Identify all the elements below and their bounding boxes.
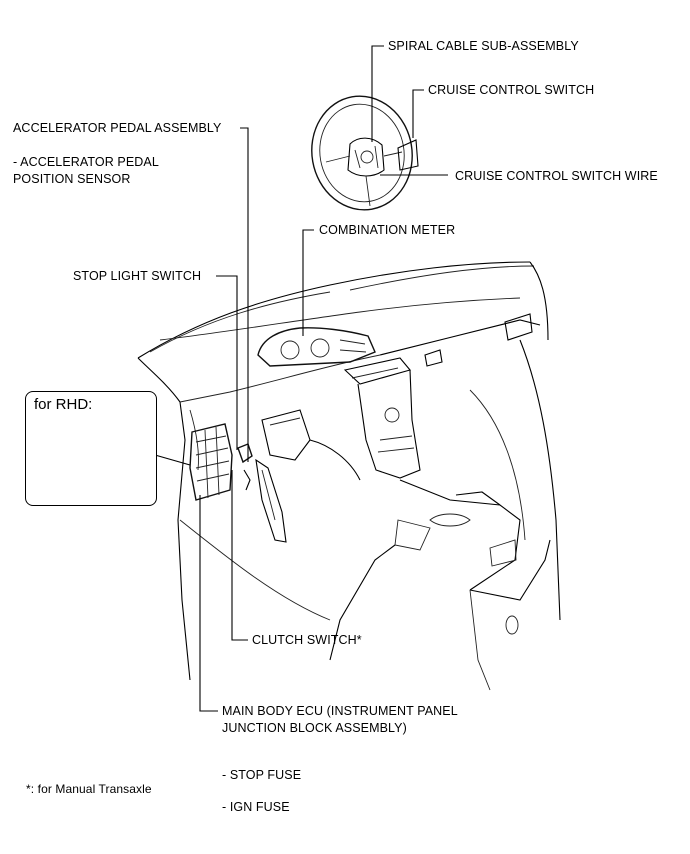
inset-title: for RHD:: [34, 396, 93, 413]
dashboard-drawing: [137, 261, 561, 691]
label-accel-position-sensor-2: POSITION SENSOR: [13, 172, 131, 186]
label-cruise-control-switch: CRUISE CONTROL SWITCH: [428, 83, 595, 97]
label-ign-fuse: - IGN FUSE: [222, 800, 290, 814]
label-accel-position-sensor-1: - ACCELERATOR PEDAL: [13, 155, 159, 169]
comb-meter-leader: [302, 229, 314, 336]
spiral-cable-leader: [371, 45, 384, 142]
label-clutch-switch: CLUTCH SWITCH*: [252, 633, 362, 647]
label-spiral-cable: SPIRAL CABLE SUB-ASSEMBLY: [388, 39, 579, 53]
label-accelerator-pedal-assembly: ACCELERATOR PEDAL ASSEMBLY: [13, 121, 222, 135]
label-main-body-ecu-2: JUNCTION BLOCK ASSEMBLY): [222, 721, 407, 735]
label-cruise-control-switch-wire: CRUISE CONTROL SWITCH WIRE: [455, 169, 658, 183]
label-footnote: *: for Manual Transaxle: [26, 782, 152, 796]
ecu-leader: [199, 495, 218, 712]
label-combination-meter: COMBINATION METER: [319, 223, 456, 237]
label-main-body-ecu-1: MAIN BODY ECU (INSTRUMENT PANEL: [222, 704, 458, 718]
inset-connector: [154, 454, 191, 466]
cruise-switch-leader: [412, 89, 424, 138]
label-stop-fuse: - STOP FUSE: [222, 768, 302, 782]
stop-light-leader: [216, 275, 238, 450]
clutch-leader: [231, 470, 248, 641]
steering-wheel-drawing: [311, 95, 419, 211]
accel-pedal-leader: [240, 127, 249, 462]
rhd-inset-box: for RHD:: [25, 391, 157, 506]
label-stop-light-switch: STOP LIGHT SWITCH: [73, 269, 202, 283]
